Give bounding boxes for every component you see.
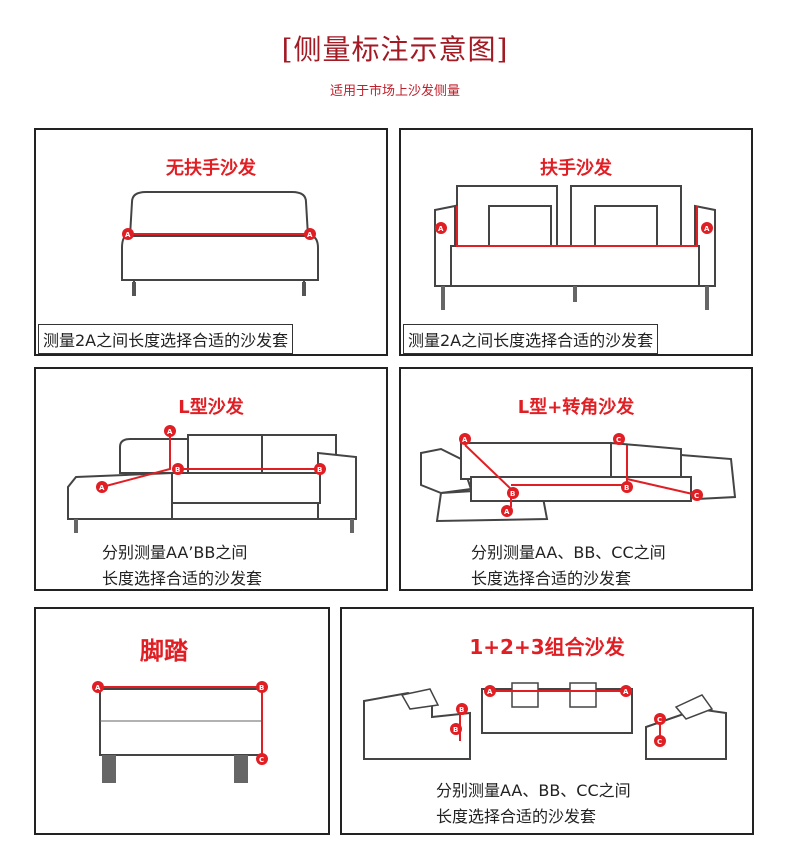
panel-footstool: 脚踏 A B C (34, 607, 330, 835)
marker-label: A (504, 508, 510, 516)
panel-combo-sofa: 1+2+3组合沙发 A A B B C C 分别测量AA、BB、CC之间 长度选… (340, 607, 754, 835)
marker-b-right (621, 481, 633, 493)
footstool-illustration: A B C (92, 681, 268, 783)
marker-c-bottom (654, 735, 666, 747)
panel-title: L型沙发 (178, 397, 244, 418)
marker-label: A (167, 428, 173, 436)
combo-sofa-illustration: A A B B C C (363, 682, 727, 760)
panel-description-line2: 长度选择合适的沙发套 (102, 569, 263, 588)
marker-label: C (657, 716, 662, 724)
marker-b-top (456, 703, 468, 715)
marker-a-left (435, 222, 447, 234)
page-title: [侧量标注示意图] (281, 33, 509, 66)
panel-title: 扶手沙发 (540, 158, 612, 179)
panel-title: 脚踏 (140, 637, 188, 665)
marker-label: A (704, 225, 710, 233)
marker-label: B (453, 726, 458, 734)
marker-a-bottom (501, 505, 513, 517)
marker-label: B (510, 490, 515, 498)
panel-description: 测量2A之间长度选择合适的沙发套 (403, 324, 659, 354)
marker-a-right (304, 228, 316, 240)
marker-a-right (620, 685, 632, 697)
page-subtitle: 适用于市场上沙发侧量 (329, 84, 460, 99)
armrest-sofa-illustration: A A (434, 185, 716, 310)
marker-c-top (613, 433, 625, 445)
marker-label: B (175, 466, 180, 474)
marker-label: C (694, 492, 699, 500)
marker-label: B (259, 684, 264, 692)
marker-label: A (307, 231, 313, 239)
marker-b (507, 487, 519, 499)
marker-a (92, 681, 104, 693)
marker-b-right (314, 463, 326, 475)
marker-c (256, 753, 268, 765)
marker-label: A (438, 225, 444, 233)
panel-armrest-sofa: 扶手沙发 A A 测量2A之间长度选择合适的沙发套 (399, 128, 753, 356)
panel-title: L型+转角沙发 (517, 397, 635, 418)
marker-label: A (462, 436, 468, 444)
marker-b-bottom (450, 723, 462, 735)
panel-armless-sofa: 无扶手沙发 A A 测量2A之间长度选择合适的沙发套 (34, 128, 388, 356)
marker-label: C (259, 756, 264, 764)
panel-description-line1: 分别测量AA’BB之间 (102, 543, 248, 562)
marker-a (96, 481, 108, 493)
marker-label: A (125, 231, 131, 239)
marker-a-left (484, 685, 496, 697)
marker-label: C (616, 436, 621, 444)
panel-title: 无扶手沙发 (166, 158, 256, 179)
marker-label: A (487, 688, 493, 696)
marker-c-right (691, 489, 703, 501)
l-sofa-illustration: A A B B (67, 425, 357, 533)
marker-c-top (654, 713, 666, 725)
marker-label: C (657, 738, 662, 746)
panel-l-corner-sofa: L型+转角沙发 A B A C B C 分别测量AA、BB、CC之间 长度选择合… (399, 367, 753, 591)
marker-label: A (623, 688, 629, 696)
marker-label: A (95, 684, 101, 692)
marker-a-top (164, 425, 176, 437)
marker-label: B (317, 466, 322, 474)
marker-b (256, 681, 268, 693)
panel-description-line2: 长度选择合适的沙发套 (436, 807, 597, 826)
marker-a-right (701, 222, 713, 234)
marker-a-left (122, 228, 134, 240)
marker-label: B (624, 484, 629, 492)
armless-sofa-illustration: A A (121, 191, 319, 296)
panel-title: 1+2+3组合沙发 (469, 635, 625, 659)
panel-description-line1: 分别测量AA、BB、CC之间 (436, 781, 631, 800)
l-corner-sofa-illustration: A B A C B C (420, 433, 737, 523)
marker-a-top (459, 433, 471, 445)
panel-l-sofa: L型沙发 A A B B 分别测量AA’BB之间 长度选择合适的沙发套 (34, 367, 388, 591)
panel-description-line1: 分别测量AA、BB、CC之间 (471, 543, 666, 562)
marker-label: B (459, 706, 464, 714)
panel-description: 测量2A之间长度选择合适的沙发套 (38, 324, 294, 354)
panel-description-line2: 长度选择合适的沙发套 (471, 569, 632, 588)
marker-label: A (99, 484, 105, 492)
marker-b-left (172, 463, 184, 475)
